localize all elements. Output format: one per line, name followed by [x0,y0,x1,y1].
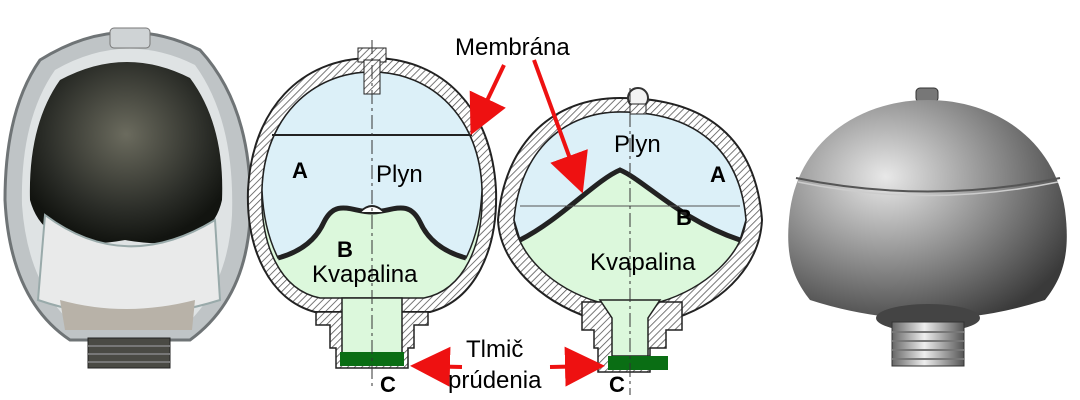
label-liquid-left: Kvapalina [312,261,418,288]
diagram-bladder-accumulator [246,40,498,390]
label-gas-right: Plyn [614,131,661,158]
label-b-right: B [676,205,692,230]
throttle-element-right [608,356,668,370]
label-liquid-right: Kvapalina [590,249,696,276]
arrow-throttle-right [549,346,605,387]
text-labels: Membrána Plyn Plyn Kvapalina Kvapalina A… [292,34,726,397]
label-membrane: Membrána [455,34,570,61]
label-a-right: A [710,162,726,187]
arrow-membrane-left [469,64,506,136]
label-c-left: C [380,372,396,397]
arrow-membrane-right [532,59,588,194]
label-throttle-line1: Tlmič [466,336,523,363]
label-c-right: C [609,372,625,397]
arrow-throttle-left [410,346,463,387]
label-gas-left: Plyn [376,161,423,188]
photo-cutaway-bladder-accumulator [3,27,252,369]
photo-diaphragm-accumulator [788,87,1067,367]
label-throttle-line2: prúdenia [448,367,542,394]
label-a-left: A [292,158,308,183]
label-b-left: B [337,237,353,262]
annotation-arrows [410,59,605,387]
